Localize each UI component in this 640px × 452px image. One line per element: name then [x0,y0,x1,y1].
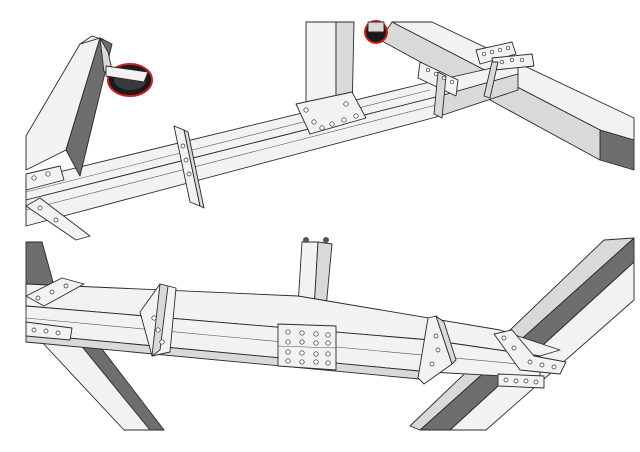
bolt-plate-icon [493,329,567,389]
flange-plate-icon [417,61,459,119]
lower-frame-assembly [25,237,635,431]
caster-wheel-icon [99,37,153,97]
flange-plate-icon [139,283,177,357]
bolt-plate-icon [277,323,337,371]
flange-plate-icon [173,125,205,209]
bolt-plate-icon [475,41,535,99]
caster-wheel-icon [364,20,388,44]
flange-plate-icon [417,315,457,385]
upper-frame-assembly [25,20,635,241]
bolt-plate-icon [295,91,367,135]
left-leg-upper [25,35,113,177]
main-beam-upper [25,61,519,227]
flange-plate-icon [25,165,91,241]
bolt-plate-icon [25,277,85,341]
